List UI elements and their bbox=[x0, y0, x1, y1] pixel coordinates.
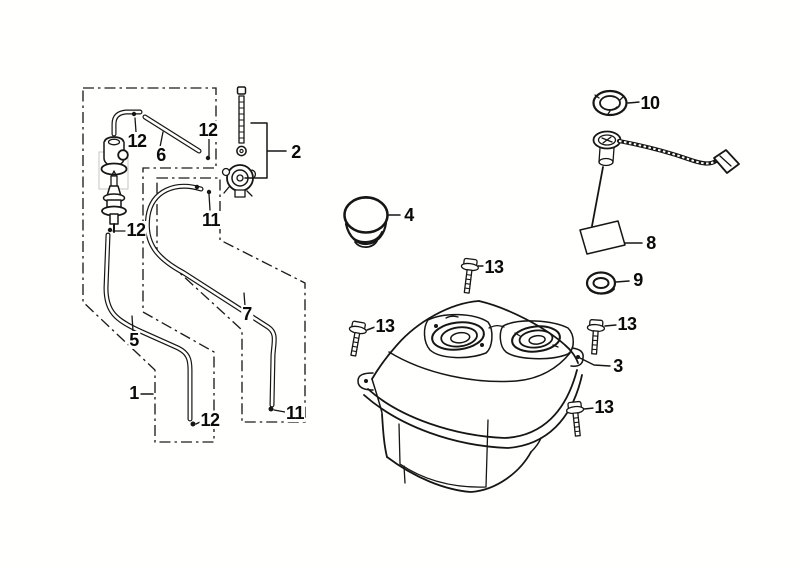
part-label-13-bolt-top: 13 bbox=[483, 257, 505, 277]
part-label-10-lock-ring: 10 bbox=[639, 93, 661, 113]
sender-gasket bbox=[585, 271, 617, 295]
bolt-washer-fitting-part-2 bbox=[221, 86, 256, 198]
group-box-part-1 bbox=[82, 87, 217, 443]
part-label-12-hose5-clamp-bottom: 12 bbox=[199, 410, 221, 430]
part-label-12-valve-top-clamp: 12 bbox=[126, 131, 148, 151]
flange-bolt-top bbox=[457, 257, 480, 295]
fuel-hose-7 bbox=[144, 183, 277, 408]
fuel-hose-5 bbox=[103, 232, 193, 422]
part-label-8-fuel-sender: 8 bbox=[645, 233, 657, 253]
flange-bolt-right bbox=[584, 318, 606, 356]
flange-bolt-left bbox=[344, 319, 369, 358]
part-label-6-hose: 6 bbox=[155, 145, 167, 165]
part-label-9-gasket: 9 bbox=[632, 270, 644, 290]
part-label-13-bolt-left: 13 bbox=[374, 316, 396, 336]
part-label-13-bolt-right: 13 bbox=[616, 314, 638, 334]
fuel-hose-6 bbox=[142, 114, 202, 154]
part-label-12-hose6-clamp: 12 bbox=[197, 120, 219, 140]
part-label-11-hose7-clamp-bottom: 11 bbox=[284, 403, 306, 423]
part-label-4-fuel-cap: 4 bbox=[403, 205, 415, 225]
fuel-valve-assembly bbox=[98, 109, 143, 233]
group-box-part-7 bbox=[156, 177, 306, 423]
fuel-cap bbox=[343, 196, 389, 249]
callout-leaders bbox=[107, 101, 643, 427]
part-label-12-valve-bottom-clamp: 12 bbox=[125, 220, 147, 240]
fuel-tank bbox=[357, 300, 584, 493]
sender-lock-ring bbox=[592, 89, 628, 117]
part-label-7-hose: 7 bbox=[241, 304, 253, 324]
part-label-13-bolt-bottom: 13 bbox=[593, 397, 615, 417]
part-label-2-bolt-set: 2 bbox=[290, 142, 302, 162]
part-label-5-hose: 5 bbox=[128, 330, 140, 350]
fuel-gauge-sender bbox=[579, 130, 740, 255]
part-label-1-valve-assembly: 1 bbox=[128, 383, 140, 403]
part-label-11-hose7-clamp-top: 11 bbox=[200, 210, 222, 230]
flange-bolt-bottom bbox=[565, 400, 587, 438]
part-label-3-fuel-tank: 3 bbox=[612, 356, 624, 376]
